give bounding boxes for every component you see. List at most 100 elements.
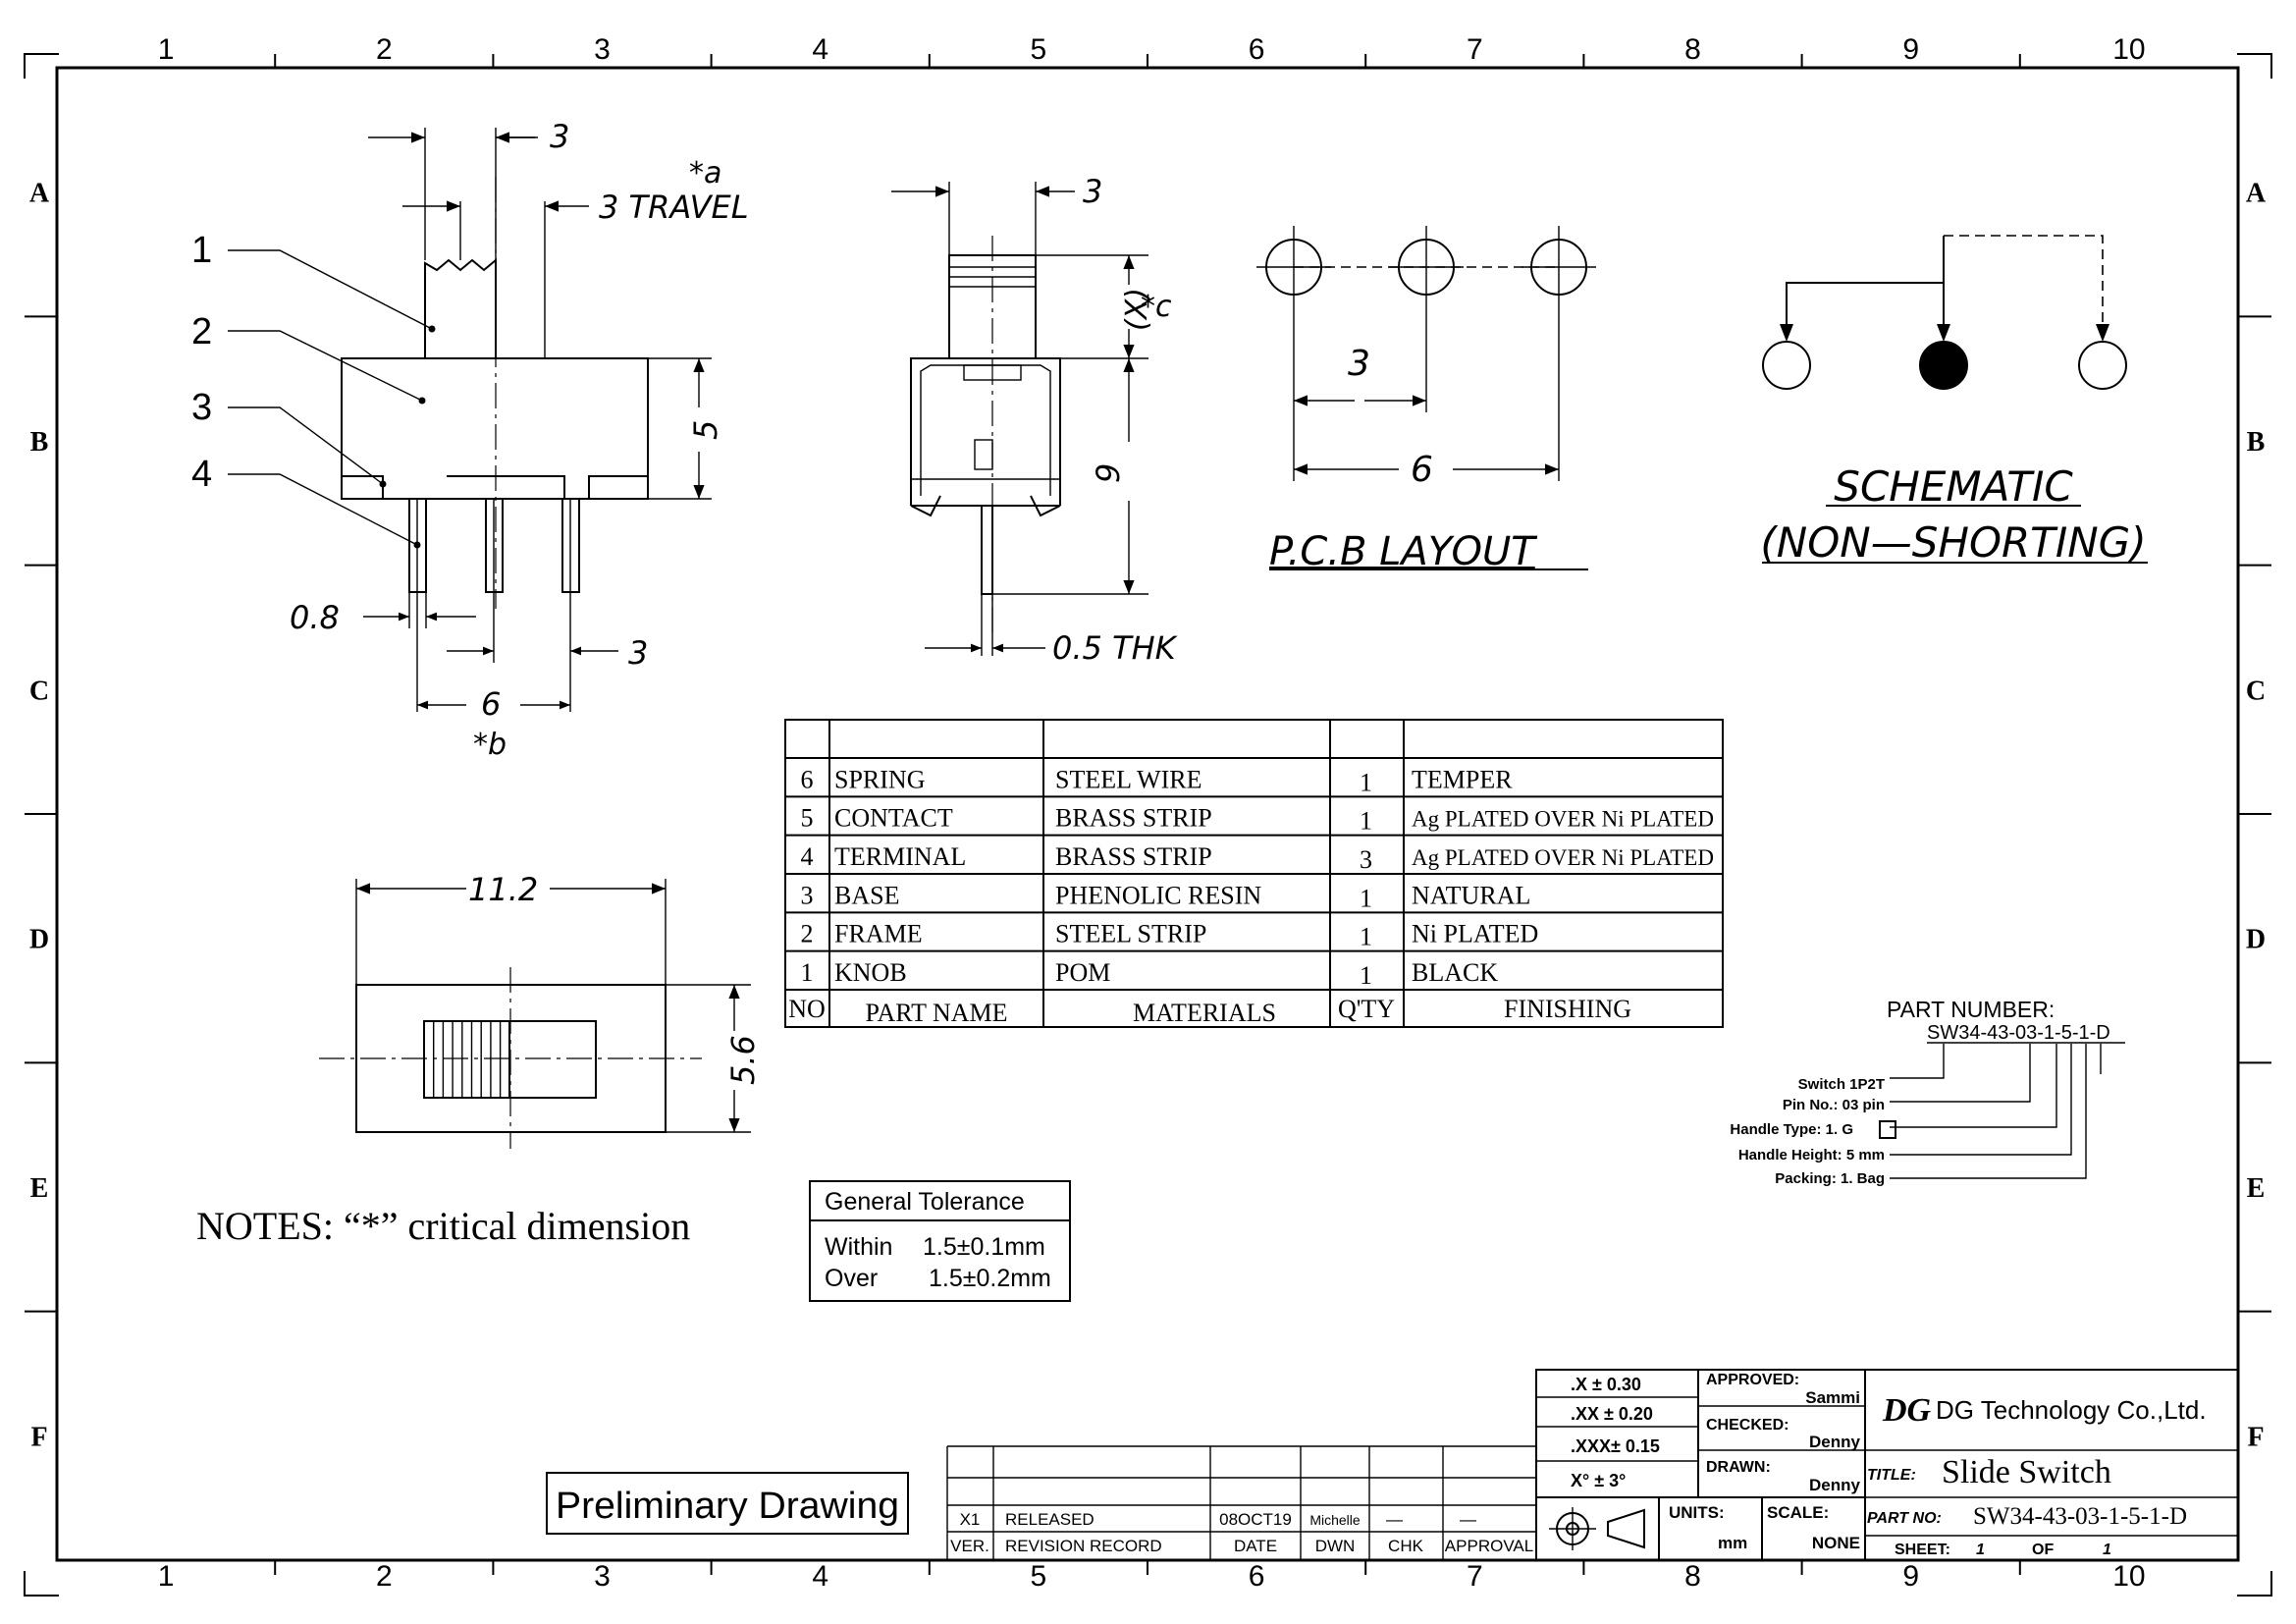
bom-part-name: SPRING bbox=[834, 765, 925, 793]
bom-header-finishing: FINISHING bbox=[1504, 995, 1631, 1023]
grid-row-label: E bbox=[2247, 1173, 2266, 1204]
tol-x: .X ± 0.30 bbox=[1571, 1375, 1641, 1394]
rev-ver: X1 bbox=[960, 1510, 981, 1529]
bom-material: STEEL STRIP bbox=[1055, 920, 1206, 948]
drawing-title: Slide Switch bbox=[1942, 1454, 2111, 1490]
pcb-layout: 3 6 P.C.B LAYOUT bbox=[1256, 226, 1596, 574]
tolerance-over-label: Over bbox=[825, 1265, 878, 1292]
rev-header-record: REVISION RECORD bbox=[1005, 1537, 1162, 1555]
callout-3: 3 bbox=[191, 387, 212, 428]
tolerance-title: General Tolerance bbox=[825, 1188, 1025, 1216]
grid-column-label: 4 bbox=[812, 33, 828, 66]
grid-column-label: 9 bbox=[1902, 1560, 1919, 1593]
rev-header-dwn: DWN bbox=[1315, 1537, 1356, 1555]
company-logo-mark: DG bbox=[1882, 1392, 1932, 1429]
grid-column-label: 5 bbox=[1031, 1560, 1047, 1593]
bom-no: 1 bbox=[801, 958, 814, 987]
grid-column-label: 10 bbox=[2112, 33, 2145, 66]
preliminary-text: Preliminary Drawing bbox=[556, 1486, 899, 1527]
callout-2: 2 bbox=[191, 311, 212, 352]
dim-travel: 3 TRAVEL bbox=[599, 189, 749, 226]
bom-qty: 1 bbox=[1360, 884, 1372, 912]
bom-no: 4 bbox=[801, 842, 814, 871]
bom-material: BRASS STRIP bbox=[1055, 804, 1212, 833]
bom-header-part: PART NAME bbox=[865, 999, 1007, 1027]
schematic: SCHEMATIC (NON—SHORTING) bbox=[1760, 235, 2148, 567]
dim-end-knob: 3 bbox=[1083, 173, 1102, 210]
grid-row-label: A bbox=[2246, 179, 2267, 209]
notes: NOTES: “*” critical dimension bbox=[196, 1204, 690, 1248]
grid-column-label: 6 bbox=[1249, 1560, 1265, 1593]
bom-no: 3 bbox=[801, 881, 814, 909]
bom-header-no: NO bbox=[788, 995, 826, 1023]
bom-part-name: TERMINAL bbox=[834, 842, 966, 871]
scale-label: SCALE: bbox=[1767, 1503, 1829, 1522]
checked-name: Denny bbox=[1809, 1433, 1861, 1451]
drawn-label: DRAWN: bbox=[1706, 1459, 1771, 1476]
rev-record: RELEASED bbox=[1005, 1510, 1095, 1529]
of-value: 1 bbox=[2103, 1542, 2111, 1558]
bom-material: STEEL WIRE bbox=[1055, 765, 1201, 793]
dim-pin-pitch: 3 bbox=[628, 634, 648, 672]
bom-qty: 1 bbox=[1360, 923, 1372, 951]
bom-material: BRASS STRIP bbox=[1055, 842, 1212, 871]
bom-qty: 1 bbox=[1360, 961, 1372, 990]
rev-header-approval: APPROVAL bbox=[1445, 1537, 1533, 1555]
tolerance-within-label: Within bbox=[825, 1233, 892, 1261]
bom-part-name: FRAME bbox=[834, 920, 923, 948]
grid-row-label: E bbox=[30, 1173, 49, 1204]
grid-row-label: F bbox=[2247, 1422, 2264, 1452]
units-value: mm bbox=[1718, 1534, 1747, 1552]
bom-finishing: BLACK bbox=[1412, 958, 1498, 987]
legend-handle-type: Handle Type: 1. G bbox=[1730, 1121, 1853, 1138]
part-no-value: SW34-43-03-1-5-1-D bbox=[1973, 1503, 2187, 1530]
bom-material: POM bbox=[1055, 958, 1110, 987]
grid-column-label: 8 bbox=[1684, 33, 1701, 66]
schematic-subtitle: (NON—SHORTING) bbox=[1760, 518, 2146, 567]
grid-column-label: 6 bbox=[1249, 33, 1265, 66]
part-number-legend: PART NUMBER: SW34-43-03-1-5-1-D Switch 1… bbox=[1730, 997, 2125, 1187]
grid-row-label: A bbox=[29, 179, 50, 209]
grid-column-label: 7 bbox=[1467, 33, 1483, 66]
of-label: OF bbox=[2032, 1542, 2054, 1558]
grid-column-label: 1 bbox=[158, 1560, 175, 1593]
bom-header-qty: Q'TY bbox=[1338, 995, 1395, 1023]
bom-header-row: NO PART NAME MATERIALS Q'TY FINISHING bbox=[788, 995, 1631, 1027]
pcb-title: P.C.B LAYOUT bbox=[1269, 529, 1538, 574]
bom-no: 5 bbox=[801, 804, 814, 833]
general-tolerance-box: General Tolerance Within 1.5±0.1mm Over … bbox=[809, 1180, 1071, 1302]
approved-label: APPROVED: bbox=[1706, 1372, 1799, 1388]
company-name: DG Technology Co.,Ltd. bbox=[1936, 1395, 2207, 1425]
grid-column-label: 9 bbox=[1902, 33, 1919, 66]
tolerance-within-value: 1.5±0.1mm bbox=[923, 1233, 1045, 1261]
grid-column-label: 3 bbox=[594, 33, 611, 66]
tol-angle: X° ± 3° bbox=[1571, 1471, 1626, 1490]
dim-knob-height: (X) bbox=[1120, 288, 1154, 331]
grid-column-label: 4 bbox=[812, 1560, 828, 1593]
legend-handle-height: Handle Height: 5 mm bbox=[1738, 1147, 1885, 1164]
rev-approval: — bbox=[1460, 1510, 1476, 1529]
legend-packing: Packing: 1. Bag bbox=[1775, 1170, 1885, 1187]
bom-qty: 1 bbox=[1360, 768, 1372, 796]
schematic-title: SCHEMATIC bbox=[1834, 462, 2073, 511]
grid-row-label: D bbox=[29, 925, 49, 955]
grid-column-label: 2 bbox=[376, 33, 393, 66]
scale-value: NONE bbox=[1812, 1534, 1860, 1552]
checked-label: CHECKED: bbox=[1706, 1417, 1789, 1434]
grid-column-label: 2 bbox=[376, 1560, 393, 1593]
grid-column-label: 10 bbox=[2112, 1560, 2145, 1593]
grid-row-label: B bbox=[2247, 427, 2266, 458]
tol-xxx: .XXX± 0.15 bbox=[1571, 1436, 1660, 1456]
dim-end-height: 9 bbox=[1090, 463, 1127, 483]
grid-row-label: C bbox=[2246, 676, 2266, 706]
rev-header-ver: VER. bbox=[950, 1537, 989, 1555]
bom-no: 2 bbox=[801, 920, 814, 948]
dim-pin-width: 0.8 bbox=[290, 599, 340, 636]
dim-width: 5.6 bbox=[724, 1035, 762, 1085]
grid-column-label: 1 bbox=[158, 33, 175, 66]
bom-finishing: Ag PLATED OVER Ni PLATED bbox=[1412, 845, 1714, 870]
